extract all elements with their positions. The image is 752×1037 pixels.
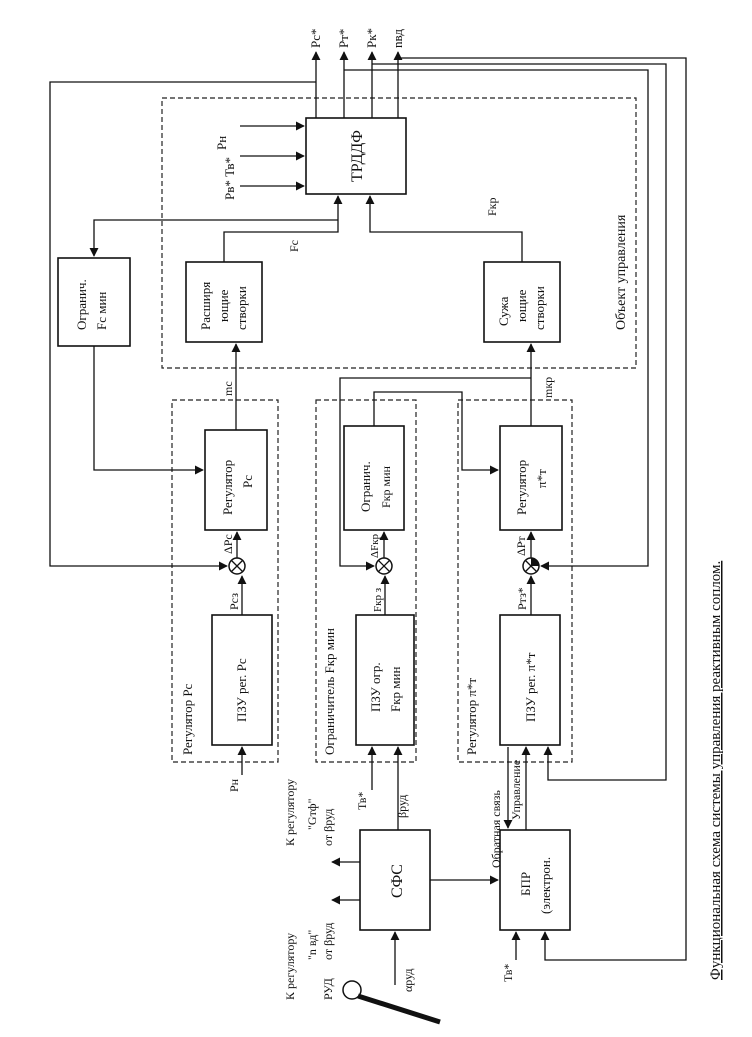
- narrowing-label-1: Сужа: [496, 296, 511, 326]
- sig-pt-set: Ртз*: [515, 587, 529, 610]
- narrowing-label-2: ющие: [514, 289, 529, 322]
- reg-pit-block: [499, 425, 563, 531]
- group-pit-box: [457, 399, 573, 763]
- expanding-label-2: ющие: [216, 289, 231, 322]
- sig-fkp-set: Fкр з: [372, 588, 384, 612]
- sig-alpha-rud: αруд: [401, 969, 415, 992]
- sig-pv-tv: Рв* Тв*: [222, 157, 237, 200]
- sig-pt-star: Рт*: [336, 29, 351, 48]
- rud-lever: [342, 980, 441, 1025]
- bpr-label-1: БПР: [518, 872, 533, 896]
- sig-beta-rud: βруд: [395, 795, 409, 818]
- pzu-pc-block: [211, 614, 273, 746]
- pzu-fkp-block: [355, 614, 415, 746]
- expanding-label-1: Расширя: [198, 282, 213, 330]
- bpr-block: [499, 829, 571, 931]
- narrowing-flaps-block: [483, 261, 561, 343]
- sfs-label: СФС: [389, 864, 406, 898]
- pzu-pit-block: [499, 614, 561, 746]
- reg-pc-block: [204, 429, 268, 531]
- sig-from-beta1: от βруд: [321, 923, 335, 960]
- sig-pc-set: Рсз: [227, 593, 241, 610]
- pzu-fkp-label-2: Fкр мин: [388, 667, 403, 712]
- caption: Функциональная схема системы управления …: [708, 561, 724, 980]
- sig-feedback: Обратная связь: [489, 790, 503, 868]
- sfs-block: [359, 829, 431, 931]
- reg-pc-label-1: Регулятор: [220, 460, 235, 515]
- sig-rud: РУД: [321, 978, 335, 1000]
- limit-fkp-block: [343, 425, 405, 531]
- reg-pc-label-2: Рс: [240, 475, 255, 488]
- group-pc-box: [171, 399, 279, 763]
- limit-fc-label-2: Fc мин: [94, 292, 109, 330]
- sig-nvd-label: "n вд": [305, 930, 319, 960]
- sig-pk-star: Рк*: [364, 28, 379, 48]
- pzu-pc-label: ПЗУ рег. Рс: [234, 658, 249, 722]
- sig-delta-pt: ΔРт: [514, 536, 528, 556]
- sig-mkp: mкр: [541, 377, 555, 398]
- reg-pit-label-1: Регулятор: [514, 460, 529, 515]
- trddf-block: [305, 117, 407, 195]
- limit-fkp-label-2: Fкр мин: [379, 465, 393, 508]
- sig-fc: Fс: [287, 240, 301, 252]
- narrowing-label-3: створки: [532, 286, 547, 330]
- sig-to-reg2: К регулятору: [283, 779, 297, 846]
- pzu-fkp-label-1: ПЗУ огр.: [368, 662, 383, 712]
- sig-tv-bottom: Тв*: [355, 792, 369, 810]
- sig-gtf-label: "Gтф": [305, 798, 319, 830]
- wires: [49, 51, 687, 985]
- sum-junction-fkp: [375, 557, 393, 575]
- pzu-pit-label: ПЗУ рег. π*т: [523, 652, 538, 722]
- limit-fc-block: [57, 257, 131, 347]
- sig-delta-pc: ΔРс: [221, 534, 235, 554]
- trddf-label: ТРДДФ: [349, 130, 366, 182]
- sum-junction-pc: [228, 557, 246, 575]
- sig-from-beta2: от βруд: [321, 809, 335, 846]
- sig-control: Управление: [509, 760, 523, 820]
- group-pc-label: Регулятор Рс: [180, 683, 195, 755]
- sig-delta-fkp: ΔFкр: [369, 533, 381, 558]
- limit-fkp-label-1: Огранич.: [358, 461, 373, 512]
- sig-nvd: nвд: [390, 29, 405, 48]
- group-pit-label: Регулятор π*т: [464, 678, 479, 755]
- reg-pit-label-2: π*т: [534, 469, 549, 488]
- sig-pc-star: Рс*: [308, 29, 323, 49]
- sum-junction-pit: [522, 557, 540, 575]
- sig-fkp: Fкр: [485, 197, 499, 216]
- expanding-flaps-block: [185, 261, 263, 343]
- sig-pn-bottom: Рн: [227, 778, 241, 792]
- bpr-label-2: (электрон.: [538, 857, 553, 914]
- group-fkp-box: [315, 399, 417, 763]
- sig-mc: mс: [221, 381, 235, 396]
- object-group-box: [161, 97, 637, 369]
- object-group-label: Объект управления: [614, 214, 629, 330]
- group-fkp-label: Ограничитель Fкр мин: [322, 628, 337, 755]
- sig-pn-in: Рн: [214, 136, 229, 150]
- sig-to-reg1: К регулятору: [283, 933, 297, 1000]
- sig-tv-bpr: Тв*: [501, 964, 515, 982]
- expanding-label-3: створки: [234, 286, 249, 330]
- limit-fc-label-1: Огранич.: [74, 279, 89, 330]
